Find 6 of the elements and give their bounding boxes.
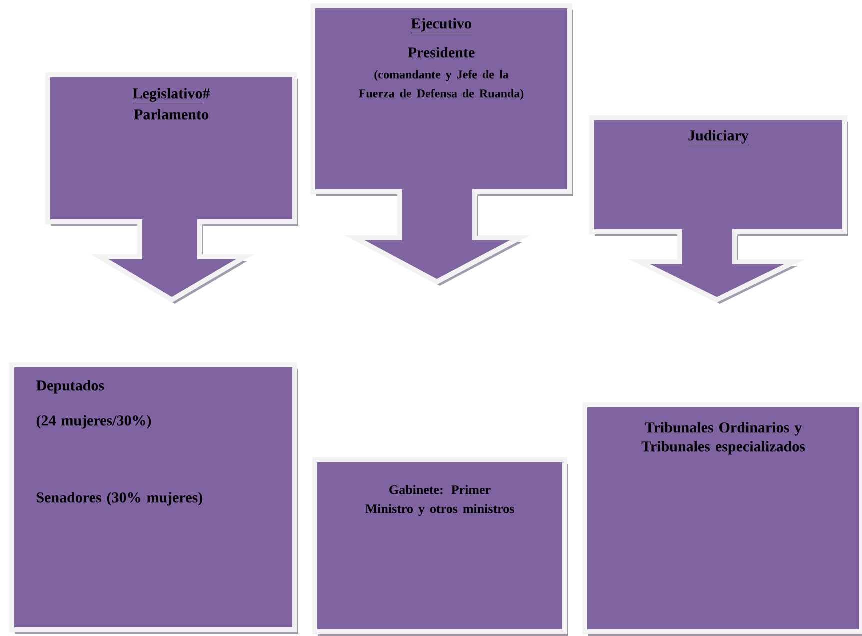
text-box: Tribunales Ordinarios y Tribunales especializados [582,402,862,636]
arrow-callout-box: Judiciary [590,115,848,304]
arrow-callout-box: Ejecutivo Presidente (comandante y Jefe de la Fuerza de Defensa de Ruanda) [310,3,573,286]
text-box: Gabinete: Primer Ministro y otros ministros [312,457,568,636]
text-box: Deputados (24 mujeres/30%) Senadores (30% mujeres) [10,362,298,634]
arrow-callout-box: Legislativo# Parlamento [46,72,298,304]
